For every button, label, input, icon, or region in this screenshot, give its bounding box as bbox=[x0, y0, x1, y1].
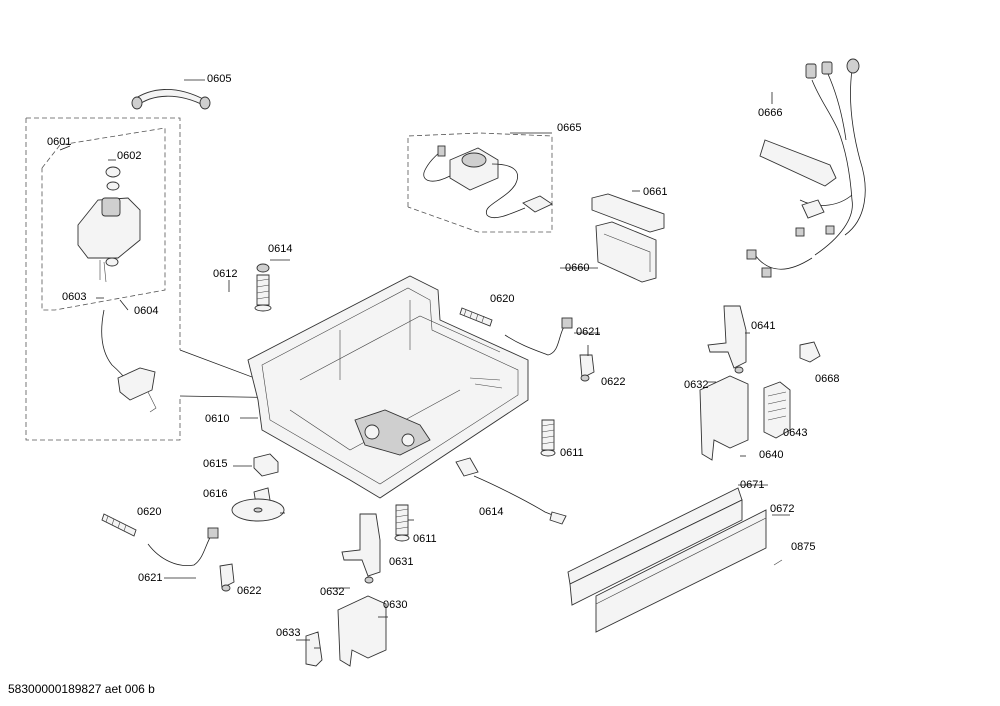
label-0622-right: 0622 bbox=[601, 376, 626, 388]
label-0615: 0615 bbox=[203, 458, 228, 470]
part-0601-valve-assembly bbox=[25, 117, 301, 441]
part-0620-0621-0622-right bbox=[459, 307, 600, 382]
part-0640-0641-bracket bbox=[699, 305, 821, 461]
part-0665-drain-pump bbox=[407, 132, 553, 233]
label-0630: 0630 bbox=[383, 599, 408, 611]
part-0671-0672-kick-panel bbox=[567, 484, 783, 633]
label-0641: 0641 bbox=[751, 320, 776, 332]
label-0614-top: 0614 bbox=[268, 243, 293, 255]
label-0611-center: 0611 bbox=[413, 533, 437, 545]
part-0605-hose bbox=[131, 79, 211, 110]
label-0614-center: 0614 bbox=[479, 506, 504, 518]
label-0622-left: 0622 bbox=[237, 585, 262, 597]
label-0631: 0631 bbox=[389, 556, 414, 568]
label-0668: 0668 bbox=[815, 373, 840, 385]
part-0661-0660-door-parts bbox=[591, 190, 665, 283]
label-0632-center: 0632 bbox=[320, 586, 345, 598]
label-0612: 0612 bbox=[213, 268, 238, 280]
part-0611-legs bbox=[394, 419, 556, 542]
label-0633: 0633 bbox=[276, 627, 301, 639]
part-0620-0621-0622-left bbox=[101, 513, 235, 592]
part-0615-0616-float bbox=[231, 453, 285, 522]
label-0665: 0665 bbox=[557, 122, 582, 134]
part-0610-base-tub bbox=[240, 275, 529, 499]
label-0621-right: 0621 bbox=[576, 326, 601, 338]
label-0620-left: 0620 bbox=[137, 506, 162, 518]
label-0611-right: 0611 bbox=[560, 447, 584, 459]
label-0616: 0616 bbox=[203, 488, 228, 500]
label-0671: 0671 bbox=[740, 479, 765, 491]
part-0614-cable-center bbox=[455, 457, 567, 525]
leader-lines bbox=[96, 159, 790, 641]
part-0630-0631-bracket bbox=[305, 513, 387, 667]
label-0661: 0661 bbox=[643, 186, 668, 198]
document-id: 58300000189827 aet 006 b bbox=[8, 682, 155, 696]
label-0640: 0640 bbox=[759, 449, 784, 461]
label-0620-right: 0620 bbox=[490, 293, 515, 305]
label-0643: 0643 bbox=[783, 427, 808, 439]
label-0601: 0601 bbox=[47, 136, 72, 148]
label-0672: 0672 bbox=[770, 503, 795, 515]
label-0604: 0604 bbox=[134, 305, 159, 317]
label-0603: 0603 bbox=[62, 291, 87, 303]
label-0666: 0666 bbox=[758, 107, 783, 119]
label-0602: 0602 bbox=[117, 150, 142, 162]
label-0610: 0610 bbox=[205, 413, 230, 425]
label-0632-right: 0632 bbox=[684, 379, 709, 391]
label-0605: 0605 bbox=[207, 73, 232, 85]
part-0666-wiring-harness bbox=[746, 58, 866, 278]
label-0875: 0875 bbox=[791, 541, 816, 553]
label-0660: 0660 bbox=[565, 262, 590, 274]
part-0612-0614-feet bbox=[228, 259, 290, 312]
label-0621-left: 0621 bbox=[138, 572, 163, 584]
